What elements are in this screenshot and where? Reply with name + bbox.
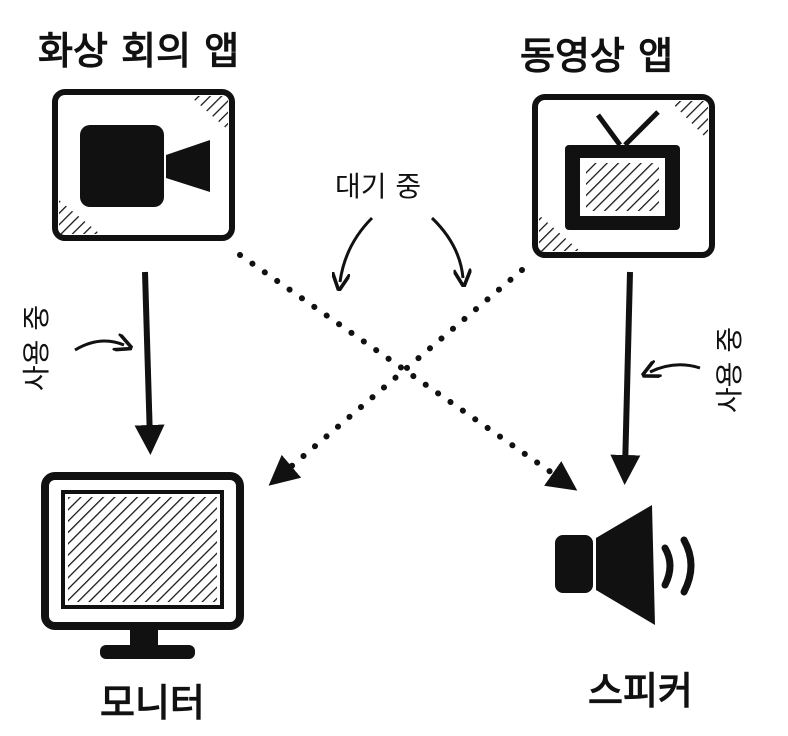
standby-pointer-left	[340, 216, 374, 282]
speaker-label: 스피커	[588, 669, 693, 713]
in-use-arrow-right	[610, 271, 641, 485]
standby-label: 대기 중	[335, 170, 422, 203]
monitor-icon	[41, 472, 244, 659]
tv-icon	[565, 110, 680, 230]
in-use-label-left: 사용 중	[20, 304, 54, 392]
in-use-pointer-right	[650, 365, 701, 372]
in-use-pointer-left	[74, 341, 124, 350]
monitor-label: 모니터	[100, 681, 205, 725]
in-use-arrow-left	[134, 271, 165, 455]
speaker-icon	[555, 505, 695, 625]
video-call-app-label: 화상 회의 앱	[38, 29, 240, 73]
standby-pointer-right	[430, 216, 463, 278]
standby-arrow-video-call-to-speaker	[237, 252, 578, 491]
video-camera-icon	[80, 125, 210, 207]
in-use-label-right: 사용 중	[713, 326, 747, 414]
video-app-label: 동영상 앱	[520, 34, 674, 78]
standby-arrow-video-to-monitor	[268, 267, 525, 486]
